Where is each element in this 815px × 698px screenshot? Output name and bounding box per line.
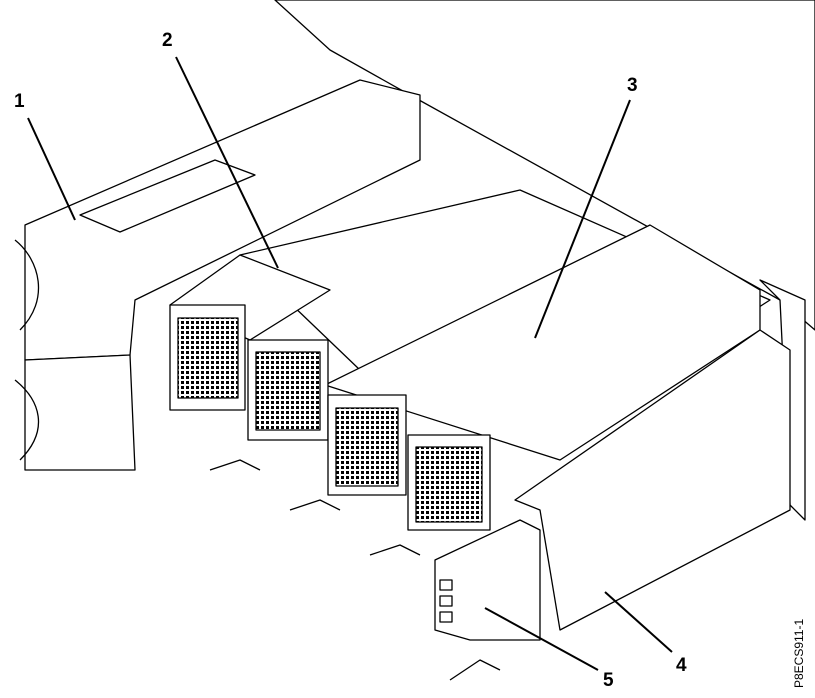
callout-5: 5 [603, 670, 614, 691]
fan-1 [169, 254, 331, 411]
figure-id: P8ECS911-1 [792, 618, 806, 688]
cover-panel [324, 224, 761, 461]
fan-latch [434, 519, 541, 641]
callout-4: 4 [676, 655, 687, 676]
rack-flange [759, 279, 806, 521]
callout-3: 3 [627, 75, 638, 96]
ps-label [79, 159, 256, 233]
fan-2 [247, 339, 329, 441]
fan-4 [407, 434, 491, 531]
leader-lines [27, 56, 673, 671]
callout-1: 1 [14, 91, 25, 112]
callout-2: 2 [162, 30, 173, 51]
power-supply-lower [24, 354, 136, 471]
fan-3 [327, 394, 407, 496]
handles [14, 239, 501, 681]
chassis-side [514, 329, 791, 631]
